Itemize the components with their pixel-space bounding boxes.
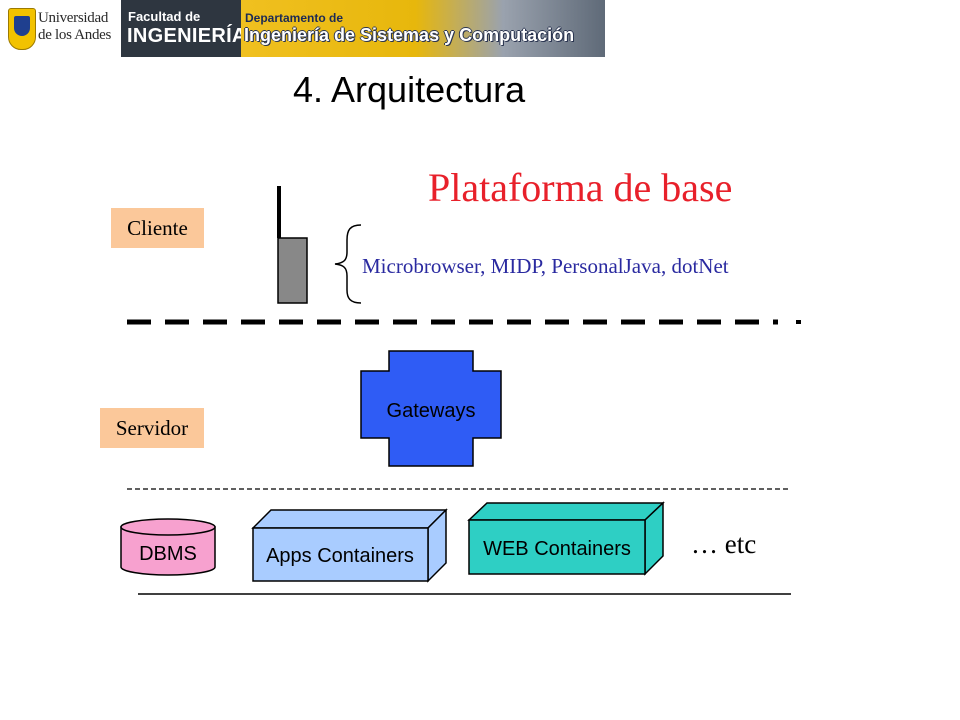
gateways-node: Gateways	[360, 350, 502, 467]
universidad-de-los-andes-logo: Universidad de los Andes	[8, 6, 120, 54]
faculty-name: INGENIERÍA	[127, 25, 247, 47]
university-name-line1: Universidad	[38, 10, 109, 26]
slide-title: 4. Arquitectura	[293, 69, 526, 110]
gateways-label: Gateways	[387, 400, 476, 422]
mobile-device-icon	[277, 186, 308, 304]
web-containers-node: WEB Containers	[467, 501, 665, 576]
apps-containers-node: Apps Containers	[251, 508, 448, 583]
department-banner: Departamento de Ingeniería de Sistemas y…	[241, 0, 605, 57]
faculty-label: Facultad de	[128, 9, 201, 24]
university-name-line2: de los Andes	[38, 27, 112, 43]
dbms-node: DBMS	[120, 518, 216, 576]
etc-label: … etc	[691, 529, 757, 559]
server-tier-label: Servidor	[100, 408, 204, 448]
dbms-label: DBMS	[139, 543, 197, 565]
department-name: Ingeniería de Sistemas y Computación	[244, 25, 575, 45]
apps-containers-label: Apps Containers	[266, 545, 414, 567]
faculty-banner: Facultad de INGENIERÍA	[121, 0, 246, 57]
client-tier-label: Cliente	[111, 208, 204, 248]
web-containers-label: WEB Containers	[483, 538, 631, 560]
department-label: Departamento de	[245, 11, 344, 25]
curly-brace	[334, 224, 362, 304]
client-technologies: Microbrowser, MIDP, PersonalJava, dotNet	[362, 254, 729, 278]
university-crest-icon	[8, 8, 36, 50]
diagram-title: Plataforma de base	[428, 165, 733, 210]
